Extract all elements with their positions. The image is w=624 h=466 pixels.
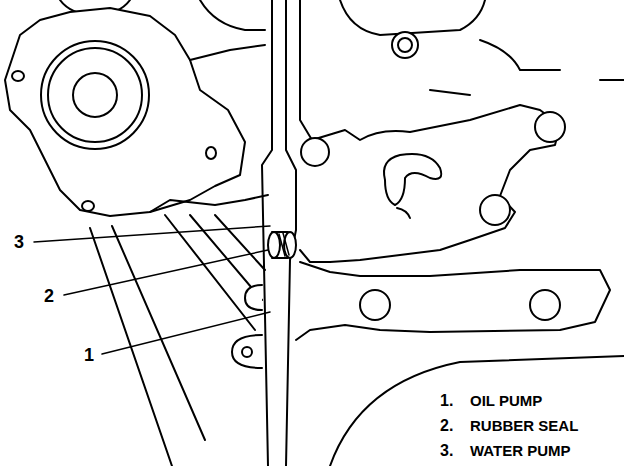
- oil-pump-slot: [384, 154, 441, 205]
- seam-line: [300, 0, 312, 140]
- boss: [232, 335, 262, 368]
- rubber-seal: [268, 232, 280, 258]
- boss: [245, 285, 262, 310]
- casting-edge: [340, 0, 485, 35]
- block-line: [112, 226, 205, 440]
- bolt-head: [392, 32, 418, 58]
- part-name: WATER PUMP: [470, 443, 571, 458]
- legend-number: 3.: [440, 443, 453, 459]
- leader-line: [34, 226, 270, 242]
- bolt-head: [480, 195, 510, 225]
- casting-edge: [200, 0, 265, 30]
- bolt-head: [398, 38, 412, 52]
- water-pump-flange: [5, 8, 245, 216]
- callout-number: 3: [14, 233, 24, 251]
- flange-edge: [190, 45, 265, 60]
- legend-number: 2.: [440, 418, 453, 434]
- callout-number: 1: [84, 346, 94, 364]
- flange-edge: [150, 195, 268, 212]
- oil-pump-mark: [397, 208, 410, 218]
- bolt-head: [301, 138, 329, 166]
- oil-pump-housing: [296, 262, 610, 340]
- part-name: RUBBER SEAL: [470, 418, 578, 433]
- crank-pulley-edge: [330, 356, 624, 466]
- water-pump-hub: [73, 73, 117, 117]
- bolt-hole: [82, 201, 94, 211]
- water-pump-pulley-rim: [48, 48, 142, 142]
- bolt-head: [530, 290, 560, 320]
- seal-ribs: [279, 233, 289, 256]
- bolt-hole: [242, 347, 252, 357]
- leader-line: [64, 250, 268, 295]
- oil-pump-housing: [300, 105, 560, 262]
- block-line: [215, 215, 265, 270]
- casting-edge: [430, 40, 624, 95]
- part-name: OIL PUMP: [470, 393, 542, 408]
- leader-line: [102, 312, 270, 354]
- legend-number: 1.: [440, 393, 453, 409]
- bolt-hole: [12, 71, 24, 81]
- water-pump-pulley: [41, 41, 149, 149]
- bolt-head: [360, 290, 390, 320]
- bolt-head: [535, 112, 565, 142]
- bolt-hole: [206, 147, 216, 159]
- callout-number: 2: [44, 287, 54, 305]
